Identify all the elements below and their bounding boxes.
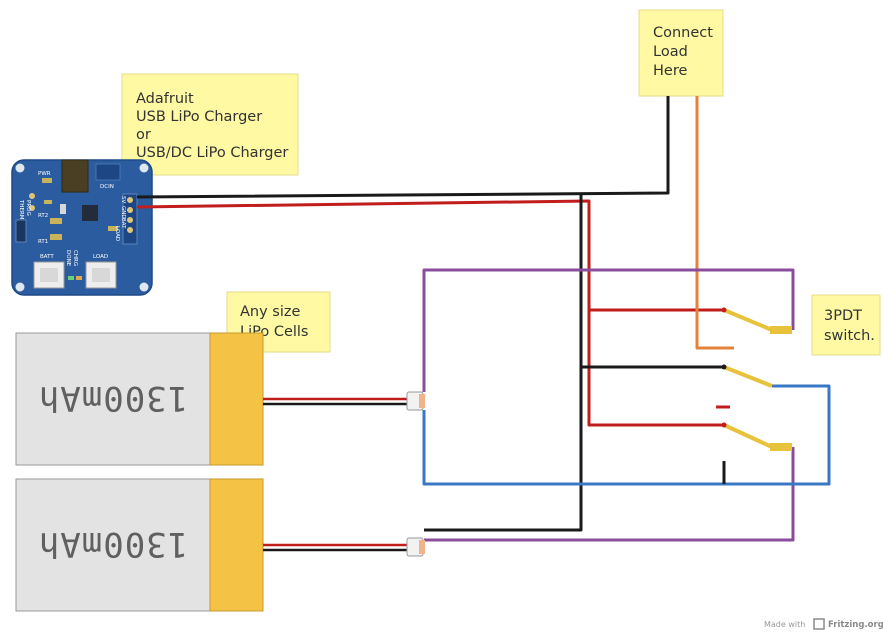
load-note-line-2: Load — [653, 44, 688, 60]
switch-note: 3PDT switch. — [811, 294, 881, 356]
wires — [136, 96, 831, 542]
done-led — [68, 276, 74, 280]
charger-board: PWR DCIN RT2 RT1 BATT LOAD THERM PROG DO… — [11, 159, 153, 296]
wire-purple-bottom — [424, 447, 795, 542]
board-pin-label-4: LOAD — [114, 226, 120, 241]
board-label-rt2: RT2 — [38, 213, 48, 219]
chrg-led — [76, 276, 82, 280]
charger-note-line-3: or — [136, 127, 151, 143]
load-note: Connect Load Here — [638, 9, 724, 97]
fritzing-credit: Made with Fritzing.org — [764, 618, 883, 630]
charger-note-line-4: USB/DC LiPo Charger — [136, 145, 288, 161]
switch-note-line-1: 3PDT — [824, 308, 862, 324]
jst-plug-2 — [406, 537, 425, 557]
jst-plug-1 — [406, 391, 425, 411]
load-note-line-3: Here — [653, 63, 687, 79]
board-pin-label-2: GND — [120, 206, 126, 219]
cells-note-line-1: Any size — [240, 304, 300, 320]
wire-black-bus — [424, 193, 583, 532]
wire-red-main — [136, 199, 724, 427]
charger-note-line-1: Adafruit — [136, 91, 194, 107]
battery-2-label: 1300mAh — [38, 524, 188, 564]
wire-blue-loop — [422, 384, 831, 486]
battery-2: 1300mAh — [15, 478, 264, 612]
wire-black-load — [136, 96, 670, 199]
credit-prefix: Made with — [764, 620, 805, 629]
battery-leads — [263, 397, 412, 552]
board-label-therm: THERM — [18, 199, 24, 220]
switch-note-line-2: switch. — [824, 328, 875, 344]
cells-note: Any size LiPo Cells — [226, 291, 331, 353]
wire-orange-load — [695, 96, 724, 350]
board-label-prog: PROG — [25, 200, 31, 216]
board-label-chrg: CHRG — [72, 250, 78, 266]
usb-connector — [61, 159, 89, 193]
battery-1-label: 1300mAh — [38, 378, 188, 418]
board-label-done: DONE — [65, 250, 71, 267]
board-pin-label-1: 5V — [120, 196, 126, 203]
header-pins — [122, 193, 138, 245]
switch-pole-3 — [721, 422, 792, 451]
charger-chip — [82, 205, 98, 221]
board-label-dcin: DCIN — [100, 184, 114, 190]
charger-note: Adafruit USB LiPo Charger or USB/DC LiPo… — [121, 73, 299, 176]
board-pin-label-3: BAT — [120, 218, 126, 229]
board-label-batt: BATT — [40, 254, 54, 260]
board-label-pwr: PWR — [38, 171, 51, 177]
fritzing-logo-icon — [813, 618, 825, 630]
three-pdt-switch — [716, 307, 792, 451]
battery-1: 1300mAh — [15, 332, 264, 466]
wire-purple-top — [422, 268, 795, 392]
charger-note-line-2: USB LiPo Charger — [136, 109, 262, 125]
switch-pole-1 — [716, 307, 792, 350]
board-label-rt1: RT1 — [38, 239, 48, 245]
credit-brand: Fritzing.org — [828, 620, 883, 630]
switch-pole-2 — [716, 364, 773, 409]
load-note-line-1: Connect — [653, 25, 713, 41]
board-label-load: LOAD — [93, 254, 108, 260]
